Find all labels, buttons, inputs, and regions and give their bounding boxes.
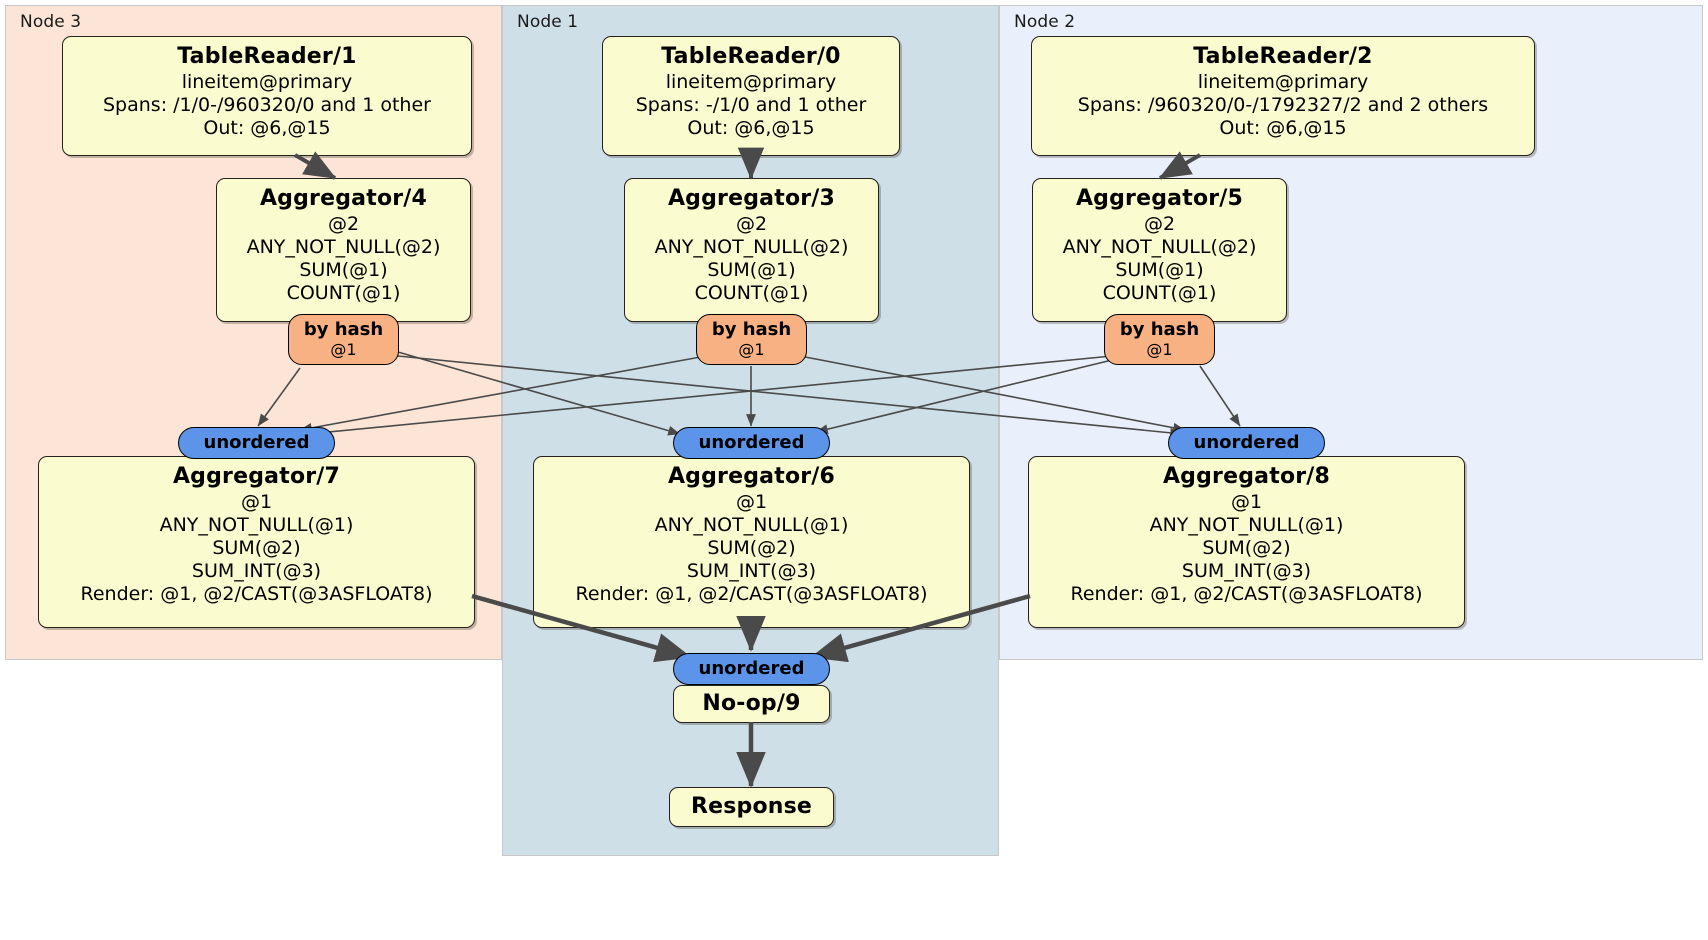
processor-detail: SUM(@1) (299, 258, 388, 281)
processor-title: TableReader/0 (661, 44, 841, 69)
processor-detail: SUM_INT(@3) (1181, 559, 1312, 582)
processor-response[interactable]: Response (669, 787, 834, 827)
processor-detail: SUM(@1) (1115, 258, 1204, 281)
processor-detail: @2 (1143, 213, 1176, 236)
cluster-label-node-1: Node 1 (517, 12, 579, 32)
processor-detail: SUM_INT(@3) (686, 559, 817, 582)
processor-detail: Out: @6,@15 (1219, 116, 1347, 139)
router-subtitle: @1 (1146, 339, 1173, 359)
processor-title: Aggregator/4 (259, 186, 428, 211)
router-subtitle: @1 (330, 339, 357, 359)
processor-detail: SUM(@2) (212, 536, 301, 559)
processor-detail: Render: @1, @2/CAST(@3ASFLOAT8) (80, 582, 433, 605)
processor-title: Aggregator/3 (667, 186, 836, 211)
router-unordered-aggregator-6[interactable]: unordered (673, 427, 830, 459)
processor-detail: Render: @1, @2/CAST(@3ASFLOAT8) (1070, 582, 1423, 605)
processor-detail: COUNT(@1) (1102, 281, 1217, 304)
cluster-label-node-3: Node 3 (20, 12, 82, 32)
processor-title: Aggregator/7 (172, 464, 341, 489)
processor-detail: COUNT(@1) (694, 281, 809, 304)
router-by-hash-aggregator-3[interactable]: by hash @1 (696, 314, 807, 365)
processor-title: Aggregator/8 (1162, 464, 1331, 489)
processor-detail: SUM(@1) (707, 258, 796, 281)
router-unordered-aggregator-8[interactable]: unordered (1168, 427, 1325, 459)
processor-detail: lineitem@primary (181, 71, 353, 94)
processor-detail: ANY_NOT_NULL(@2) (246, 236, 441, 259)
router-title: unordered (1193, 431, 1300, 453)
processor-detail: lineitem@primary (1197, 71, 1369, 94)
processor-aggregator-5[interactable]: Aggregator/5 @2 ANY_NOT_NULL(@2) SUM(@1)… (1032, 178, 1287, 322)
processor-detail: SUM_INT(@3) (191, 559, 322, 582)
processor-detail: @1 (1230, 491, 1263, 514)
processor-title: TableReader/1 (177, 44, 357, 69)
processor-table-reader-1[interactable]: TableReader/1 lineitem@primary Spans: /1… (62, 36, 472, 156)
processor-detail: COUNT(@1) (286, 281, 401, 304)
processor-title: Aggregator/6 (667, 464, 836, 489)
processor-aggregator-8[interactable]: Aggregator/8 @1 ANY_NOT_NULL(@1) SUM(@2)… (1028, 456, 1465, 628)
processor-noop-9[interactable]: No-op/9 (673, 685, 830, 723)
processor-aggregator-3[interactable]: Aggregator/3 @2 ANY_NOT_NULL(@2) SUM(@1)… (624, 178, 879, 322)
processor-detail: SUM(@2) (707, 536, 796, 559)
processor-title: TableReader/2 (1193, 44, 1373, 69)
processor-detail: ANY_NOT_NULL(@2) (1062, 236, 1257, 259)
router-unordered-final[interactable]: unordered (673, 653, 830, 685)
processor-table-reader-2[interactable]: TableReader/2 lineitem@primary Spans: /9… (1031, 36, 1535, 156)
processor-detail: Spans: -/1/0 and 1 other (635, 94, 867, 117)
processor-detail: Spans: /1/0-/960320/0 and 1 other (103, 94, 431, 117)
processor-aggregator-7[interactable]: Aggregator/7 @1 ANY_NOT_NULL(@1) SUM(@2)… (38, 456, 475, 628)
processor-detail: @1 (240, 491, 273, 514)
router-by-hash-aggregator-5[interactable]: by hash @1 (1104, 314, 1215, 365)
router-title: unordered (203, 431, 310, 453)
processor-detail: lineitem@primary (665, 71, 837, 94)
router-by-hash-aggregator-4[interactable]: by hash @1 (288, 314, 399, 365)
router-title: by hash (1119, 319, 1200, 341)
processor-detail: ANY_NOT_NULL(@1) (1149, 514, 1344, 537)
router-title: by hash (303, 319, 384, 341)
processor-detail: Out: @6,@15 (203, 116, 331, 139)
processor-detail: Render: @1, @2/CAST(@3ASFLOAT8) (575, 582, 928, 605)
processor-detail: SUM(@2) (1202, 536, 1291, 559)
processor-aggregator-4[interactable]: Aggregator/4 @2 ANY_NOT_NULL(@2) SUM(@1)… (216, 178, 471, 322)
processor-detail: Spans: /960320/0-/1792327/2 and 2 others (1077, 94, 1489, 117)
processor-detail: ANY_NOT_NULL(@1) (159, 514, 354, 537)
processor-title: Response (690, 793, 813, 819)
processor-aggregator-6[interactable]: Aggregator/6 @1 ANY_NOT_NULL(@1) SUM(@2)… (533, 456, 970, 628)
processor-detail: ANY_NOT_NULL(@1) (654, 514, 849, 537)
cluster-label-node-2: Node 2 (1014, 12, 1076, 32)
router-title: unordered (698, 657, 805, 679)
router-title: by hash (711, 319, 792, 341)
processor-detail: @1 (735, 491, 768, 514)
processor-detail: @2 (735, 213, 768, 236)
router-title: unordered (698, 431, 805, 453)
processor-title: No-op/9 (702, 690, 801, 716)
router-unordered-aggregator-7[interactable]: unordered (178, 427, 335, 459)
processor-table-reader-0[interactable]: TableReader/0 lineitem@primary Spans: -/… (602, 36, 900, 156)
processor-title: Aggregator/5 (1075, 186, 1244, 211)
router-subtitle: @1 (738, 339, 765, 359)
processor-detail: @2 (327, 213, 360, 236)
processor-detail: Out: @6,@15 (687, 116, 815, 139)
processor-detail: ANY_NOT_NULL(@2) (654, 236, 849, 259)
